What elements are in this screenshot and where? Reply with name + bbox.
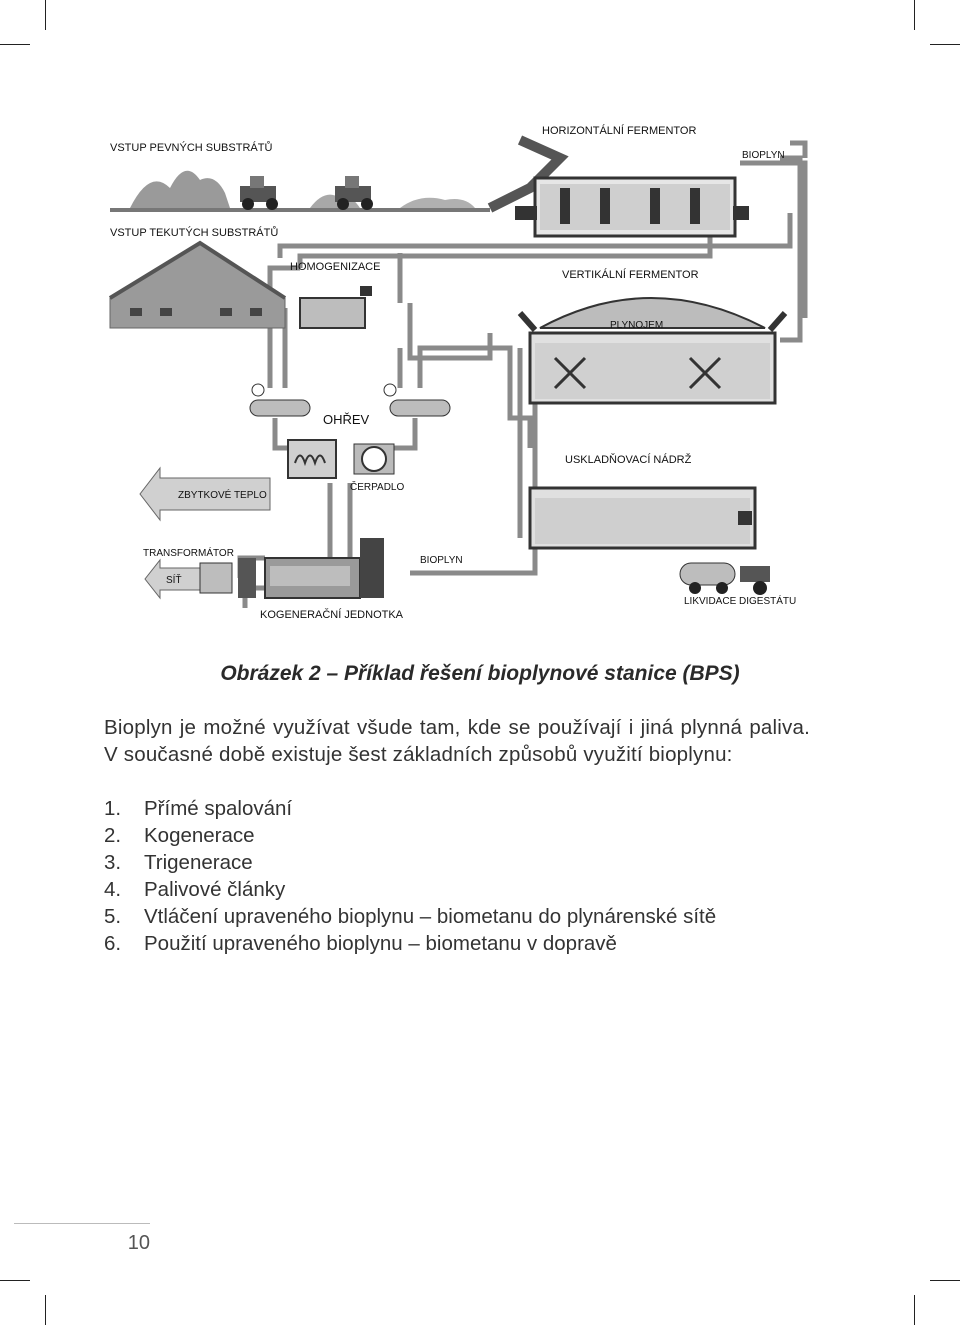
biogas-plant-diagram: VSTUP PEVNÝCH SUBSTRÁTŮ HORIZONTÁLNÍ FER… [108,124,808,621]
front-loader-2-icon [335,176,373,210]
front-loader-1-icon [240,176,278,210]
residual-heat-arrow [139,466,271,522]
label-pump: ČERPADLO [350,480,404,493]
heating-manifold-left [249,383,311,417]
pump-icon [353,443,395,475]
crop-mark-bottom-right-v [914,1295,915,1325]
crop-mark-bottom-left-h [0,1280,30,1281]
page-number: 10 [127,1232,150,1254]
crop-mark-bottom-right-h [930,1280,960,1281]
list-item: 3.Trigenerace [104,851,253,874]
label-grid: SÍŤ [166,573,182,586]
crop-mark-top-right-v [914,0,915,30]
label-homogenization: HOMOGENIZACE [290,261,380,273]
list-item: 6.Použití upraveného bioplynu – biometan… [104,932,617,955]
gas-holder-dome [539,297,766,329]
label-digestate-disposal: LIKVIDACE DIGESTÁTU [684,594,796,607]
list-item: 1.Přímé spalování [104,797,293,820]
page-number-rule [14,1223,150,1224]
label-storage-tank: USKLADŇOVACÍ NÁDRŽ [565,453,692,466]
label-biogas-top: BIOPLYN [742,150,785,161]
crop-mark-top-left-v [45,0,46,30]
substrate-pile-1 [130,170,230,208]
crop-mark-top-right-h [930,44,960,45]
label-vertical-fermentor: VERTIKÁLNÍ FERMENTOR [562,268,699,281]
ground-line [110,208,490,212]
label-solid-substrates: VSTUP PEVNÝCH SUBSTRÁTŮ [110,141,272,154]
label-residual-heat: ZBYTKOVÉ TEPLO [178,488,267,501]
label-heating: OHŘEV [323,412,370,427]
usage-list: 1.Přímé spalování 2.Kogenerace 3.Trigene… [104,795,844,957]
label-transformer: TRANSFORMÁTOR [143,546,234,559]
figure-caption: Obrázek 2 – Příklad řešení bioplynové st… [220,662,740,685]
tanker-tractor-icon [679,562,770,595]
pipe-network [237,140,808,608]
label-gas-holder: PLYNOJEM [610,320,663,331]
label-liquid-substrates: VSTUP TEKUTÝCH SUBSTRÁTŮ [110,226,278,239]
body-paragraph: Bioplyn je možné využívat všude tam, kde… [104,716,810,766]
list-item: 5.Vtláčení upraveného bioplynu – biometa… [104,905,717,928]
screw-conveyor [487,135,569,213]
label-chp-unit: KOGENERAČNÍ JEDNOTKA [260,608,404,621]
homogenization-tank [299,297,366,329]
label-biogas-mid: BIOPLYN [420,555,463,566]
crop-mark-top-left-h [0,44,30,45]
heat-exchanger [287,439,337,479]
mixer-blades [553,356,722,390]
label-horizontal-fermentor: HORIZONTÁLNÍ FERMENTOR [542,124,696,137]
substrate-pile-3 [400,197,475,208]
list-item: 2.Kogenerace [104,824,255,847]
crop-mark-bottom-left-v [45,1295,46,1325]
transformer [199,562,233,594]
heating-manifold-right [383,383,451,417]
list-item: 4.Palivové články [104,878,286,901]
